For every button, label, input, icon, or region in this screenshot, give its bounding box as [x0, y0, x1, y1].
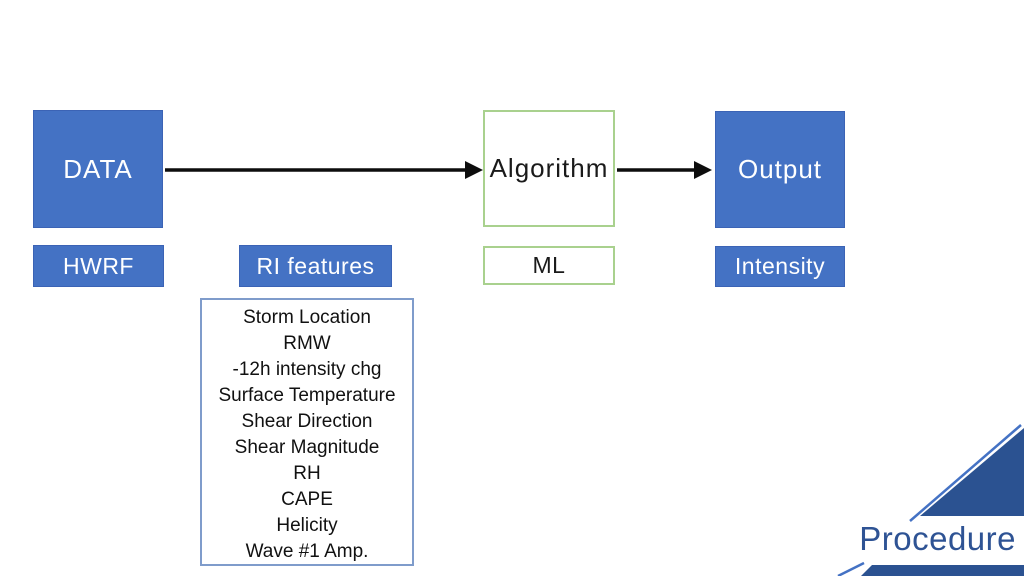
feature-item: Storm Location [243, 307, 371, 328]
feature-item: RH [293, 463, 321, 484]
arrowhead-icon [694, 161, 712, 179]
feature-item: Wave #1 Amp. [245, 541, 369, 562]
feature-item: RMW [283, 333, 331, 354]
feature-item: -12h intensity chg [232, 359, 382, 380]
sub-label-intensity: Intensity [715, 246, 845, 287]
node-data: DATA [33, 110, 163, 228]
sub-label-ml: ML [483, 246, 615, 285]
sub-label-ri-features: RI features [239, 245, 392, 287]
sub-label-hwrf: HWRF [33, 245, 164, 287]
feature-item: CAPE [281, 489, 333, 510]
feature-item: Shear Magnitude [234, 437, 380, 458]
ri-features-list: Storm Location RMW -12h intensity chg Su… [200, 298, 414, 566]
slide-title: Procedure [859, 520, 1016, 557]
bottom-accent-line [837, 561, 865, 576]
node-algorithm: Algorithm [483, 110, 615, 227]
feature-item: Shear Direction [241, 411, 373, 432]
corner-triangle-shape [920, 428, 1024, 516]
arrowhead-icon [465, 161, 483, 179]
bottom-band-shape [861, 565, 1024, 576]
feature-item: Helicity [276, 515, 338, 536]
node-output: Output [715, 111, 845, 228]
feature-item: Surface Temperature [218, 385, 396, 406]
corner-accent-line [909, 424, 1022, 522]
